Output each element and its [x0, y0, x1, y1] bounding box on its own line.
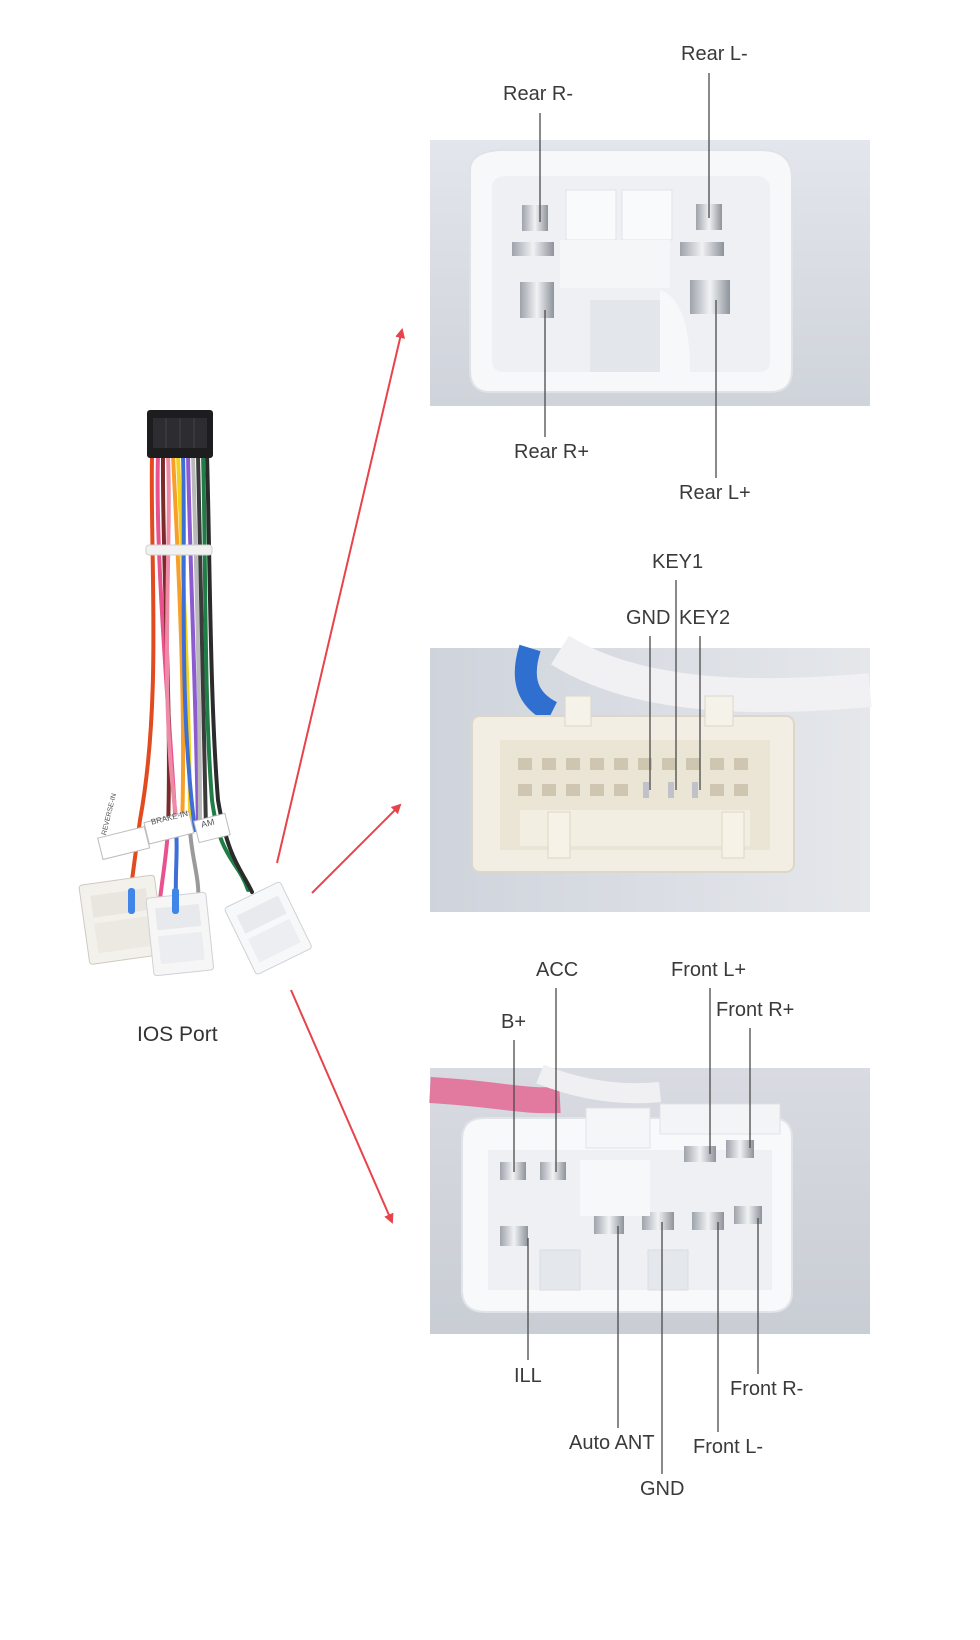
arrow-to-power-connector: [290, 989, 394, 1224]
label-rear-l-minus: Rear L-: [681, 43, 748, 65]
label-key1: KEY1: [652, 551, 704, 573]
label-rear-r-plus: Rear R+: [514, 441, 590, 463]
label-b-plus: B+: [501, 1011, 527, 1033]
connector-photo-rear: [430, 140, 870, 406]
label-acc: ACC: [536, 959, 579, 981]
leader-lines: [513, 73, 759, 1474]
label-auto-ant: Auto ANT: [569, 1432, 655, 1454]
connector-photo-power: [429, 1064, 870, 1334]
label-gnd-key: GND: [626, 607, 671, 629]
arrow-group: [276, 328, 406, 1224]
label-ill: ILL: [514, 1365, 542, 1387]
label-key2: KEY2: [679, 607, 731, 629]
wire-harness: [78, 410, 312, 977]
label-rear-r-minus: Rear R-: [503, 83, 574, 105]
arrow-to-key-connector: [311, 803, 402, 894]
label-front-r-minus: Front R-: [730, 1378, 804, 1400]
arrow-to-rear-connector: [276, 328, 406, 864]
label-front-l-plus: Front L+: [671, 959, 747, 981]
label-front-r-plus: Front R+: [716, 999, 795, 1021]
label-rear-l-plus: Rear L+: [679, 482, 751, 504]
harness-caption: IOS Port: [137, 1023, 218, 1046]
label-front-l-minus: Front L-: [693, 1436, 764, 1458]
label-gnd-power: GND: [640, 1478, 685, 1500]
